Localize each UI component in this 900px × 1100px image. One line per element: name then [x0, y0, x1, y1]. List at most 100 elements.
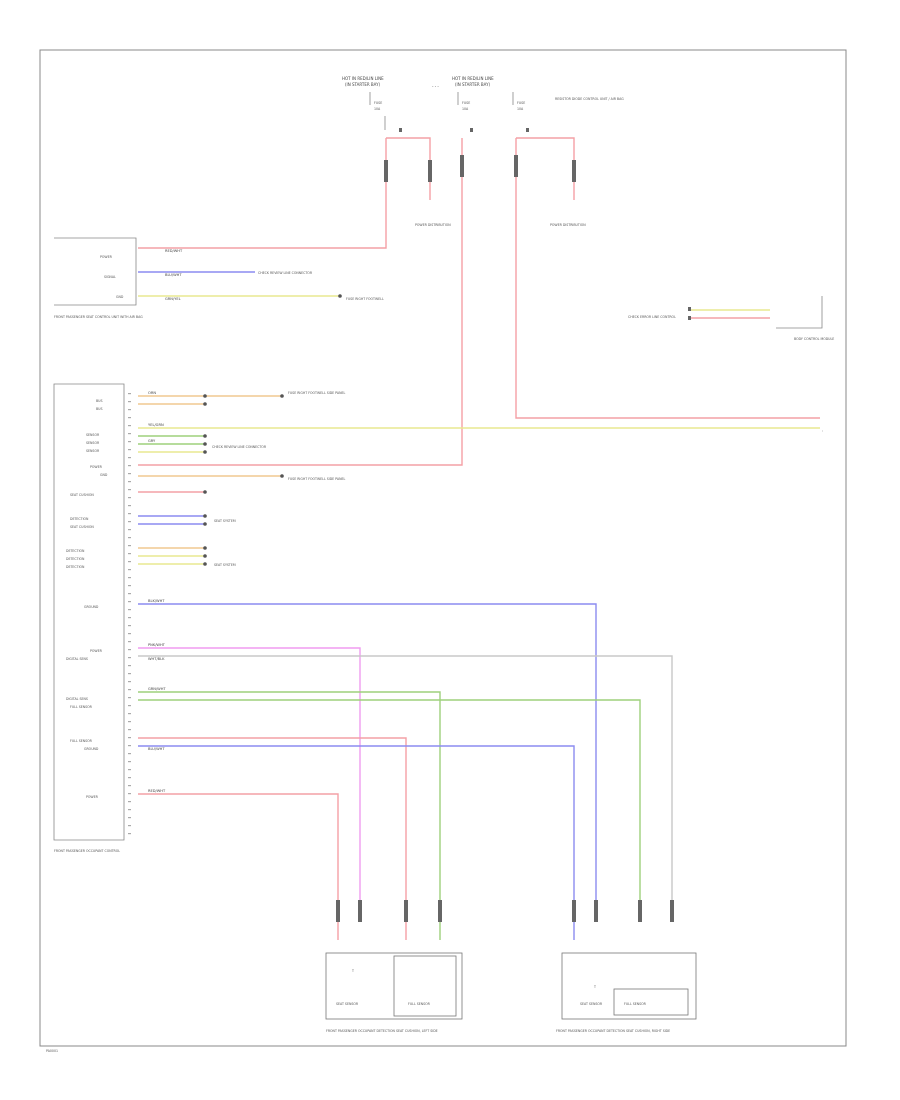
mm-label-1: BUS [96, 407, 103, 411]
footer-code: PA0001 [46, 1049, 58, 1053]
pin-tick [128, 593, 131, 595]
pin-tick [128, 417, 131, 419]
wire-label-w7: BLK/WHT [148, 599, 165, 603]
svg-text::: : [822, 429, 823, 433]
note-n4: CHECK REVIEW LINE CONNECTOR [212, 445, 267, 449]
pin-tick [128, 681, 131, 683]
fuse-block-2: HOT IN RED/LIN LINE (IN STARTER BAY) FUS… [452, 76, 494, 132]
mm-label-14: POWER [90, 649, 103, 653]
right-box-title: FRONT PASSENGER OCCUPANT DETECTION SEAT … [556, 1029, 670, 1033]
upper-module-wires [138, 271, 340, 297]
mm-label-4: SENSOR [86, 449, 100, 453]
fuse2-header: HOT IN RED/LIN LINE [452, 76, 494, 81]
pin-tick [128, 425, 131, 427]
wire-label-w8: PNK/WHT [148, 643, 166, 647]
pin-tick [128, 577, 131, 579]
ground-label-1: POWER DISTRIBUTION [415, 223, 451, 227]
pin-tick [128, 489, 131, 491]
fuse3-amp: 10A [517, 107, 524, 111]
right-sub2: FULL SENSOR [624, 1002, 647, 1006]
pin-tick [128, 729, 131, 731]
mm-label-3: SENSOR [86, 441, 100, 445]
pin-tick [128, 737, 131, 739]
mm-label-16: DIGITAL SENS [66, 697, 88, 701]
pin-tick [128, 705, 131, 707]
pin-tick [128, 505, 131, 507]
pin-tick [128, 641, 131, 643]
pin-tick [128, 409, 131, 411]
pin-numbers [128, 393, 131, 835]
pin-tick [128, 537, 131, 539]
pin-tick [128, 809, 131, 811]
pin-tick [128, 553, 131, 555]
mm-label-6: GND [100, 473, 108, 477]
wire-label-w2: BLU/WHT [165, 273, 182, 277]
note-n6: SEAT SYSTEM [214, 519, 236, 523]
pin-tick [128, 817, 131, 819]
fuse1-header: HOT IN RED/LIN LINE [342, 76, 384, 81]
right-seat-sensor-box: T SEAT SENSOR FULL SENSOR FRONT PASSENGE… [556, 952, 697, 1033]
note-n5: FUSE RIGHT FOOTWELL SIDE PANEL [288, 477, 345, 481]
svg-text:T: T [351, 969, 354, 973]
wire-label-w6: GRY [148, 439, 156, 443]
upper-right-label: CHECK ERROR LINE CONTROL [628, 315, 676, 319]
wire-label-w12: RED/WHT [148, 789, 166, 793]
pin-tick [128, 689, 131, 691]
upper-module-pin-1: POWER [100, 255, 113, 259]
pin-tick [128, 777, 131, 779]
wire-label-w11: BLU/WHT [148, 747, 165, 751]
upper-module-pin-2: SIGNAL [104, 275, 116, 279]
pin-tick [128, 785, 131, 787]
pin-tick [128, 665, 131, 667]
wire-label-w10: GRN/WHT [148, 687, 166, 691]
wire-label-w3: GRN/YEL [165, 297, 181, 301]
pin-tick [128, 529, 131, 531]
upper-module-name: FRONT PASSENGER SEAT CONTROL UNIT WITH A… [54, 315, 143, 319]
pin-tick [128, 465, 131, 467]
pin-tick [128, 793, 131, 795]
mm-label-5: POWER [90, 465, 103, 469]
pin-tick [128, 441, 131, 443]
main-wires [138, 395, 820, 940]
pin-tick [128, 801, 131, 803]
pin-tick [128, 825, 131, 827]
mm-label-18: FULL SENSOR [70, 739, 93, 743]
mm-label-11: DETECTION [66, 557, 85, 561]
pin-tick [128, 673, 131, 675]
ground-label-2: POWER DISTRIBUTION [550, 223, 586, 227]
pin-tick [128, 697, 131, 699]
splice-dots [203, 394, 284, 566]
pin-tick [128, 657, 131, 659]
fuse3-connector [526, 128, 529, 132]
diagram-frame [39, 49, 847, 1047]
pin-tick [128, 481, 131, 483]
upper-module: POWER SIGNAL GND FRONT PASSENGER SEAT CO… [54, 237, 143, 319]
pin-tick [128, 601, 131, 603]
note-n2: FUSE RIGHT FOOTWELL [346, 297, 384, 301]
bottom-inline-connectors [336, 900, 674, 922]
pin-tick [128, 393, 131, 395]
pin-tick [128, 561, 131, 563]
pin-tick [128, 713, 131, 715]
note-n1: CHECK REVIEW LINE CONNECTOR [258, 271, 313, 275]
note-n7: SEAT SYSTEM [214, 563, 236, 567]
upper-right-end: BODY CONTROL MODULE [794, 337, 834, 341]
main-module: FRONT PASSENGER OCCUPANT CONTROL [53, 383, 125, 853]
left-box-title: FRONT PASSENGER OCCUPANT DETECTION SEAT … [326, 1029, 438, 1033]
wire-label-w1: RED/WHT [165, 249, 183, 253]
mm-label-15: DIGITAL SENS [66, 657, 88, 661]
pin-tick [128, 521, 131, 523]
mm-label-9: SEAT CUSHION [70, 525, 94, 529]
pin-tick [128, 473, 131, 475]
mm-label-10: DETECTION [66, 549, 85, 553]
fuse3-note: RESISTOR DIODE CONTROL UNIT / AIR BAG [555, 97, 624, 101]
mm-label-12: DETECTION [66, 565, 85, 569]
svg-text:- - -: - - - [432, 84, 439, 89]
wire-label-w5: YEL/GRN [148, 423, 164, 427]
mm-label-20: POWER [86, 795, 99, 799]
pin-tick [128, 745, 131, 747]
fuse3-name: FUSE [517, 101, 525, 105]
pin-tick [128, 457, 131, 459]
pin-tick [128, 513, 131, 515]
left-sub2: FULL SENSOR [408, 1002, 431, 1006]
